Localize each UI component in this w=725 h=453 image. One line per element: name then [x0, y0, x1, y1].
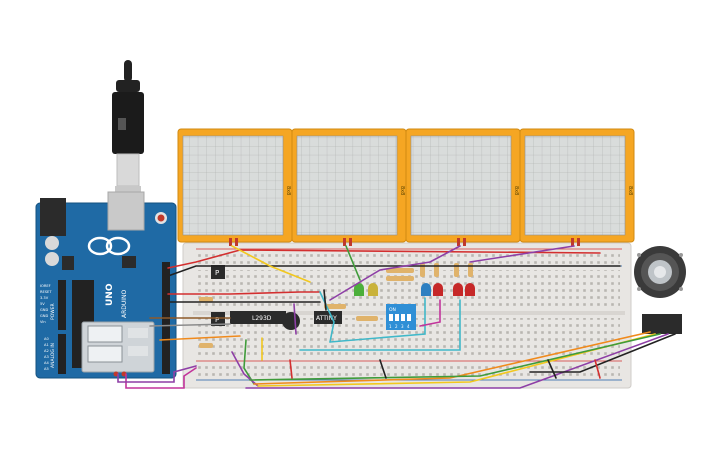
- analog-header[interactable]: [58, 334, 66, 374]
- pin-label-gnd-2: GND: [40, 314, 48, 318]
- wire-red-4[interactable]: [289, 359, 293, 379]
- pin-label-vin: Vin: [40, 320, 46, 324]
- dip-switch[interactable]: ON 1 2 3 4: [386, 304, 416, 330]
- svg-text:P: P: [215, 269, 219, 277]
- wire-purple-encoder[interactable]: [245, 333, 669, 389]
- usb-port[interactable]: [107, 191, 145, 231]
- attiny-chip[interactable]: ATTINY: [314, 311, 342, 324]
- matrix-3-side-label: 8x8: [513, 186, 519, 195]
- capacitor-1: [45, 236, 59, 250]
- matrix-display-4[interactable]: 8x8: [519, 128, 635, 246]
- pin-label-a1: A1: [44, 343, 49, 347]
- led-red-2[interactable]: [453, 283, 463, 296]
- svg-text:P: P: [215, 316, 219, 324]
- pin-label-5v: 5V: [40, 302, 45, 306]
- motor-driver-label: L293D: [252, 315, 272, 322]
- wire-purple-arduino[interactable]: [117, 365, 197, 383]
- wire-green-encoder[interactable]: [249, 333, 661, 381]
- pin-label-a4: A4: [44, 361, 49, 365]
- arduino-model: UNO: [105, 283, 115, 306]
- wire-purple-3[interactable]: [231, 351, 259, 387]
- matrix-display-2[interactable]: 8x8: [291, 128, 407, 246]
- usb-cable[interactable]: [112, 60, 144, 192]
- wire-cyan-3[interactable]: [299, 299, 461, 351]
- led-green[interactable]: [354, 283, 364, 296]
- pin-label-a5: A5: [44, 367, 49, 371]
- matrix-4-side-label: 8x8: [627, 186, 633, 195]
- arduino-brand: ARDUINO: [121, 289, 128, 318]
- pin-label-3v3: 3.3V: [40, 296, 49, 300]
- led-yellow[interactable]: [368, 283, 378, 296]
- wire-red-3[interactable]: [594, 359, 601, 379]
- transistor-1[interactable]: P: [211, 265, 225, 279]
- matrix-1-side-label: 8x8: [285, 186, 291, 195]
- wire-purple-2[interactable]: [469, 245, 575, 263]
- wire-red-2[interactable]: [167, 291, 321, 295]
- dip-switch-number-1: 1: [389, 324, 392, 329]
- pin-label-a3: A3: [44, 355, 49, 359]
- led-blue[interactable]: [421, 283, 431, 296]
- wire-black-3[interactable]: [323, 289, 327, 311]
- dip-switch-number-3: 3: [401, 324, 404, 329]
- dip-switch-on-label: ON: [389, 307, 396, 313]
- matrix-display-3[interactable]: 8x8: [405, 128, 521, 246]
- matrix-display-1[interactable]: 8x8: [177, 128, 293, 246]
- wire-black-encoder[interactable]: [529, 333, 676, 373]
- power-header-label: POWER: [50, 303, 56, 320]
- capacitor-2: [45, 252, 59, 266]
- dip-switch-number-2: 2: [395, 324, 398, 329]
- motor-driver-chip[interactable]: L293D: [230, 311, 286, 324]
- power-jack[interactable]: [40, 198, 66, 236]
- relay-module[interactable]: [81, 321, 155, 377]
- wire-black-gnd[interactable]: [167, 265, 621, 277]
- wire-gray-1[interactable]: [149, 323, 231, 327]
- wire-magenta-arduino[interactable]: [125, 367, 197, 389]
- wire-orange-1[interactable]: [159, 335, 241, 341]
- potentiometer[interactable]: [282, 312, 300, 330]
- usb-icon: [118, 118, 126, 130]
- reset-button-cap: [157, 214, 165, 222]
- attiny-label: ATTINY: [316, 315, 337, 322]
- power-header[interactable]: [58, 280, 66, 330]
- led-red-1[interactable]: [433, 283, 443, 296]
- pin-label-gnd-1: GND: [40, 308, 48, 312]
- wire-black-4[interactable]: [547, 359, 557, 379]
- dip-switch-number-4: 4: [407, 324, 410, 329]
- wire-magenta-1[interactable]: [419, 299, 441, 327]
- analog-header-label: ANALOG IN: [50, 343, 56, 368]
- wire-purple-1[interactable]: [329, 245, 461, 301]
- pin-label-ioref: IOREF: [40, 284, 51, 288]
- wire-orange-encoder[interactable]: [253, 331, 651, 385]
- wire-purple-4[interactable]: [293, 303, 297, 335]
- pin-label-a0: A0: [44, 337, 49, 341]
- pin-label-a2: A2: [44, 349, 49, 353]
- transistor-2[interactable]: P: [211, 312, 225, 326]
- wires: [117, 245, 676, 389]
- rotary-encoder[interactable]: [634, 246, 686, 334]
- pin-label-reset: RESET: [40, 290, 52, 294]
- wire-yellow-1[interactable]: [231, 245, 311, 283]
- led-red-3[interactable]: [465, 283, 475, 296]
- arduino-logo: [87, 236, 131, 256]
- encoder-connector[interactable]: [642, 314, 682, 334]
- top-power-rail[interactable]: [198, 251, 620, 264]
- wire-red-5v[interactable]: [167, 249, 601, 269]
- wire-green-1[interactable]: [345, 245, 361, 281]
- wire-cyan-2[interactable]: [329, 297, 426, 343]
- wire-black-5[interactable]: [379, 359, 387, 379]
- bottom-power-rail[interactable]: [198, 363, 620, 378]
- matrix-2-side-label: 8x8: [399, 186, 405, 195]
